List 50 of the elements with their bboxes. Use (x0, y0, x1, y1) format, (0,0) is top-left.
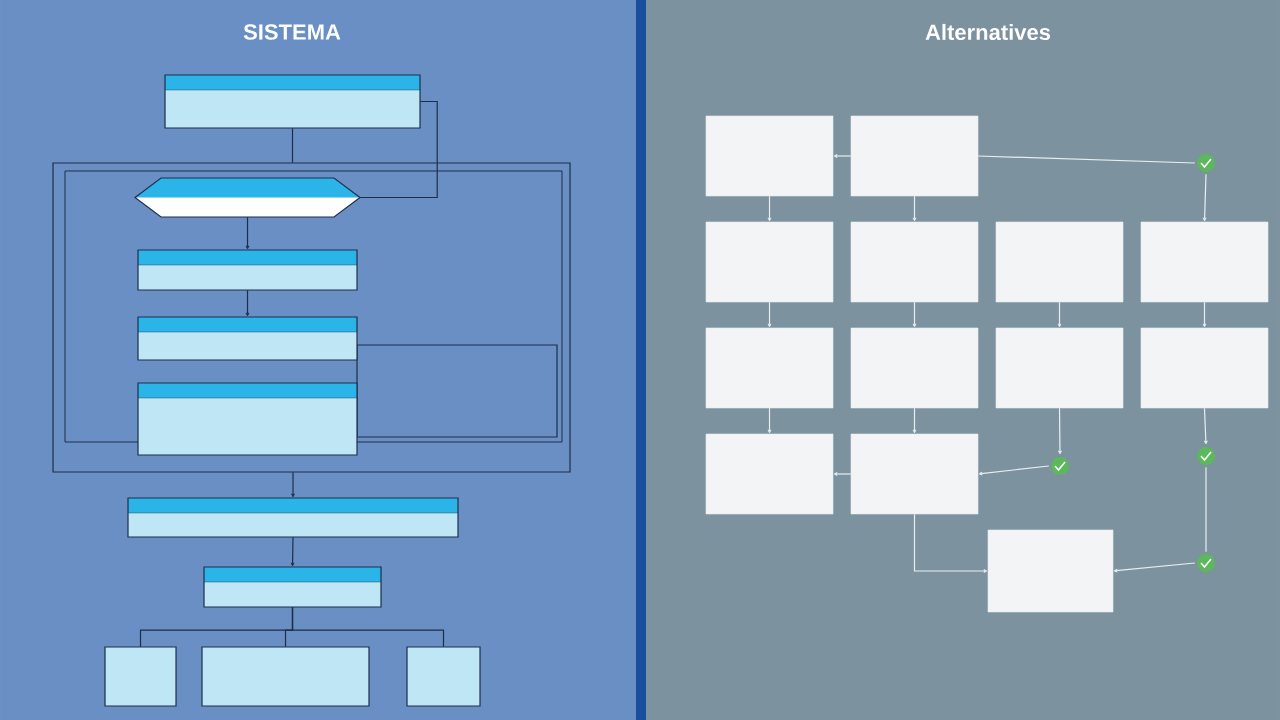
arrow (245, 289, 250, 317)
hexagon-box (134, 177, 361, 218)
card-box (1140, 221, 1269, 303)
arrow (245, 216, 250, 250)
window-box (137, 382, 358, 456)
arrow (1057, 301, 1062, 328)
card-box (850, 327, 979, 409)
arrow (1203, 407, 1208, 445)
window-box (203, 566, 382, 608)
window-box (137, 316, 358, 361)
card-box (705, 115, 834, 197)
check-circle (1051, 457, 1069, 475)
frame-box (52, 162, 571, 473)
card-box (850, 433, 979, 515)
card-box (850, 115, 979, 197)
arrow (912, 195, 917, 222)
arrow (912, 301, 917, 328)
window-box (164, 74, 421, 129)
card-box (995, 221, 1124, 303)
arrow (912, 407, 917, 434)
arrow (290, 536, 295, 567)
card-box (705, 221, 834, 303)
process-box (406, 646, 481, 707)
arrow (1202, 173, 1207, 222)
process-box (104, 646, 177, 707)
panel-heading: Alternatives (925, 23, 1051, 41)
check-circle (1197, 554, 1215, 572)
arrow (978, 465, 1050, 476)
arrow (1058, 407, 1062, 455)
arrow (767, 407, 772, 434)
check-circle (1197, 447, 1215, 465)
arrow (1113, 562, 1196, 573)
arrow (291, 471, 295, 498)
arrow (913, 513, 988, 573)
check-circle (1197, 154, 1215, 172)
card-box (1140, 327, 1269, 409)
card-box (995, 327, 1124, 409)
card-box (705, 433, 834, 515)
panel-heading: SISTEMA (243, 24, 341, 40)
card-box (705, 327, 834, 409)
arrow (767, 301, 772, 328)
card-box (987, 529, 1114, 613)
arrow (833, 472, 852, 476)
arrow (767, 195, 772, 222)
window-box (137, 249, 358, 291)
card-box (850, 221, 979, 303)
arrow (1202, 301, 1207, 328)
process-box (201, 646, 370, 707)
window-box (127, 497, 459, 538)
arrow (833, 154, 852, 158)
